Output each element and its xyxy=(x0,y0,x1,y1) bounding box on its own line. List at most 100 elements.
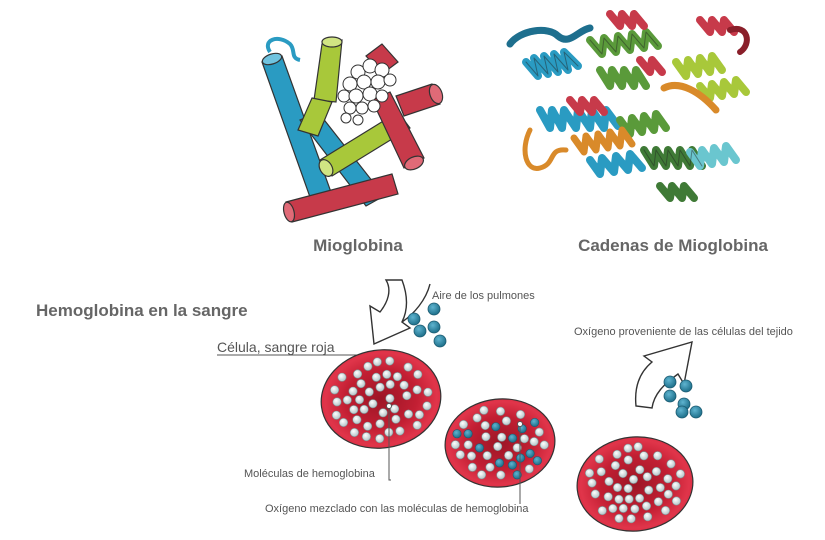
hemoglobin-molecule xyxy=(466,451,476,461)
hemoglobin-molecule xyxy=(519,434,529,444)
oxygen-molecule xyxy=(689,405,703,419)
ribbon-helix-lightgreen xyxy=(672,52,750,102)
helix-red-bottom xyxy=(282,173,399,223)
oxygen-molecule xyxy=(525,448,535,458)
label-blood-title: Hemoglobina en la sangre xyxy=(36,301,248,320)
label-tissue-oxygen: Oxígeno proveniente de las células del t… xyxy=(574,326,793,338)
hemoglobin-molecule xyxy=(501,416,511,426)
hemoglobin-molecule xyxy=(403,362,413,372)
hemoglobin-molecule xyxy=(639,451,649,461)
helix-green-top xyxy=(297,36,343,137)
ribbon-loop-darkred xyxy=(727,25,750,55)
ribbon-loop-teal xyxy=(506,24,594,48)
hemoglobin-molecule xyxy=(618,468,628,478)
leader-hemoglobin xyxy=(388,406,391,481)
hemoglobin-molecule xyxy=(485,462,495,472)
hemoglobin-molecule xyxy=(603,492,613,502)
hemoglobin-molecule xyxy=(371,372,381,382)
hemoglobin-molecule xyxy=(482,451,492,461)
oxygen-molecule xyxy=(463,429,473,439)
hemoglobin-molecule xyxy=(458,419,468,429)
hemoglobin-molecule xyxy=(666,459,676,469)
hemoglobin-molecule xyxy=(624,494,634,504)
hemoglobin-molecule xyxy=(349,427,359,437)
hemoglobin-molecule xyxy=(594,454,604,464)
arrow-air-in xyxy=(369,279,431,346)
hemoglobin-molecule xyxy=(463,440,473,450)
hemoglobin-molecule xyxy=(422,401,432,411)
hemoglobin-molecule xyxy=(392,372,402,382)
myoglobin-cylinder-model xyxy=(261,36,444,223)
hemoglobin-molecule xyxy=(618,503,628,513)
helix-red-right xyxy=(371,83,444,171)
hemoglobin-molecule xyxy=(641,501,651,511)
hemoglobin-molecule xyxy=(655,483,665,493)
hemoglobin-molecule xyxy=(391,414,401,424)
hemoglobin-molecule xyxy=(402,391,412,401)
hemoglobin-molecule xyxy=(653,451,663,461)
oxygen-molecule xyxy=(532,456,542,466)
oxygen-molecule xyxy=(507,460,517,470)
heme-group xyxy=(337,58,397,126)
ribbon-helix-blue xyxy=(522,48,646,178)
ribbon-helix-orange xyxy=(570,81,720,156)
oxygen-molecule xyxy=(679,379,693,393)
hemoglobin-molecule xyxy=(614,513,624,523)
cell-3-molecules xyxy=(584,442,685,524)
hemoglobin-molecule xyxy=(363,421,373,431)
hemoglobin-molecule xyxy=(597,506,607,516)
hemoglobin-molecule xyxy=(534,427,544,437)
hemoglobin-molecule xyxy=(382,369,392,379)
label-myoglobin-chains: Cadenas de Mioglobina xyxy=(578,236,768,255)
hemoglobin-molecule xyxy=(651,466,661,476)
hemoglobin-molecule xyxy=(331,410,341,420)
oxygen-molecule xyxy=(413,324,427,338)
hemoglobin-molecule xyxy=(504,450,514,460)
oxygen-molecule xyxy=(663,389,677,403)
oxygen-outgoing xyxy=(663,375,703,419)
hemoglobin-molecule xyxy=(480,420,490,430)
hemoglobin-molecule xyxy=(524,464,534,474)
hemoglobin-molecule xyxy=(596,467,606,477)
cell-2-molecules xyxy=(450,405,549,480)
hemoglobin-molecule xyxy=(356,379,366,389)
oxygen-molecule xyxy=(508,433,518,443)
label-myoglobin: Mioglobina xyxy=(313,236,403,255)
hemoglobin-molecule xyxy=(412,385,422,395)
cell-1-molecules xyxy=(330,356,433,444)
leader-hemoglobin-dot xyxy=(386,403,392,409)
hemoglobin-molecule xyxy=(354,395,364,405)
red-blood-cell-1 xyxy=(320,349,442,449)
hemoglobin-molecule xyxy=(633,442,643,452)
oxygen-molecule xyxy=(452,429,462,439)
hemoglobin-molecule xyxy=(614,494,624,504)
hemoglobin-molecule xyxy=(643,512,653,522)
hemoglobin-molecule xyxy=(378,408,388,418)
hemoglobin-molecule xyxy=(495,406,505,416)
hemoglobin-molecule xyxy=(423,387,433,397)
hemoglobin-molecule xyxy=(450,440,460,450)
ribbon-helix-red xyxy=(566,10,738,116)
hemoglobin-molecule xyxy=(587,478,597,488)
hemoglobin-molecule xyxy=(675,469,685,479)
hemoglobin-molecule xyxy=(623,443,633,453)
hemoglobin-molecule xyxy=(403,409,413,419)
hemoglobin-molecule xyxy=(515,409,525,419)
hemoglobin-molecule xyxy=(635,465,645,475)
oxygen-molecule xyxy=(433,334,447,348)
loop-blue xyxy=(266,36,301,62)
hemoglobin-molecule xyxy=(496,470,506,480)
hemoglobin-molecule xyxy=(413,369,423,379)
hemoglobin-molecule xyxy=(642,472,652,482)
hemoglobin-molecule xyxy=(644,485,654,495)
ribbon-helix-green xyxy=(586,28,670,138)
hemoglobin-molecule xyxy=(481,432,491,442)
hemoglobin-molecule xyxy=(359,404,369,414)
hemoglobin-molecule xyxy=(626,514,636,524)
hemoglobin-molecule xyxy=(330,385,340,395)
ribbon-loop-teal-outline xyxy=(506,24,594,48)
hemoglobin-molecule xyxy=(412,420,422,430)
hemoglobin-molecule xyxy=(623,455,633,465)
hemoglobin-molecule xyxy=(612,449,622,459)
